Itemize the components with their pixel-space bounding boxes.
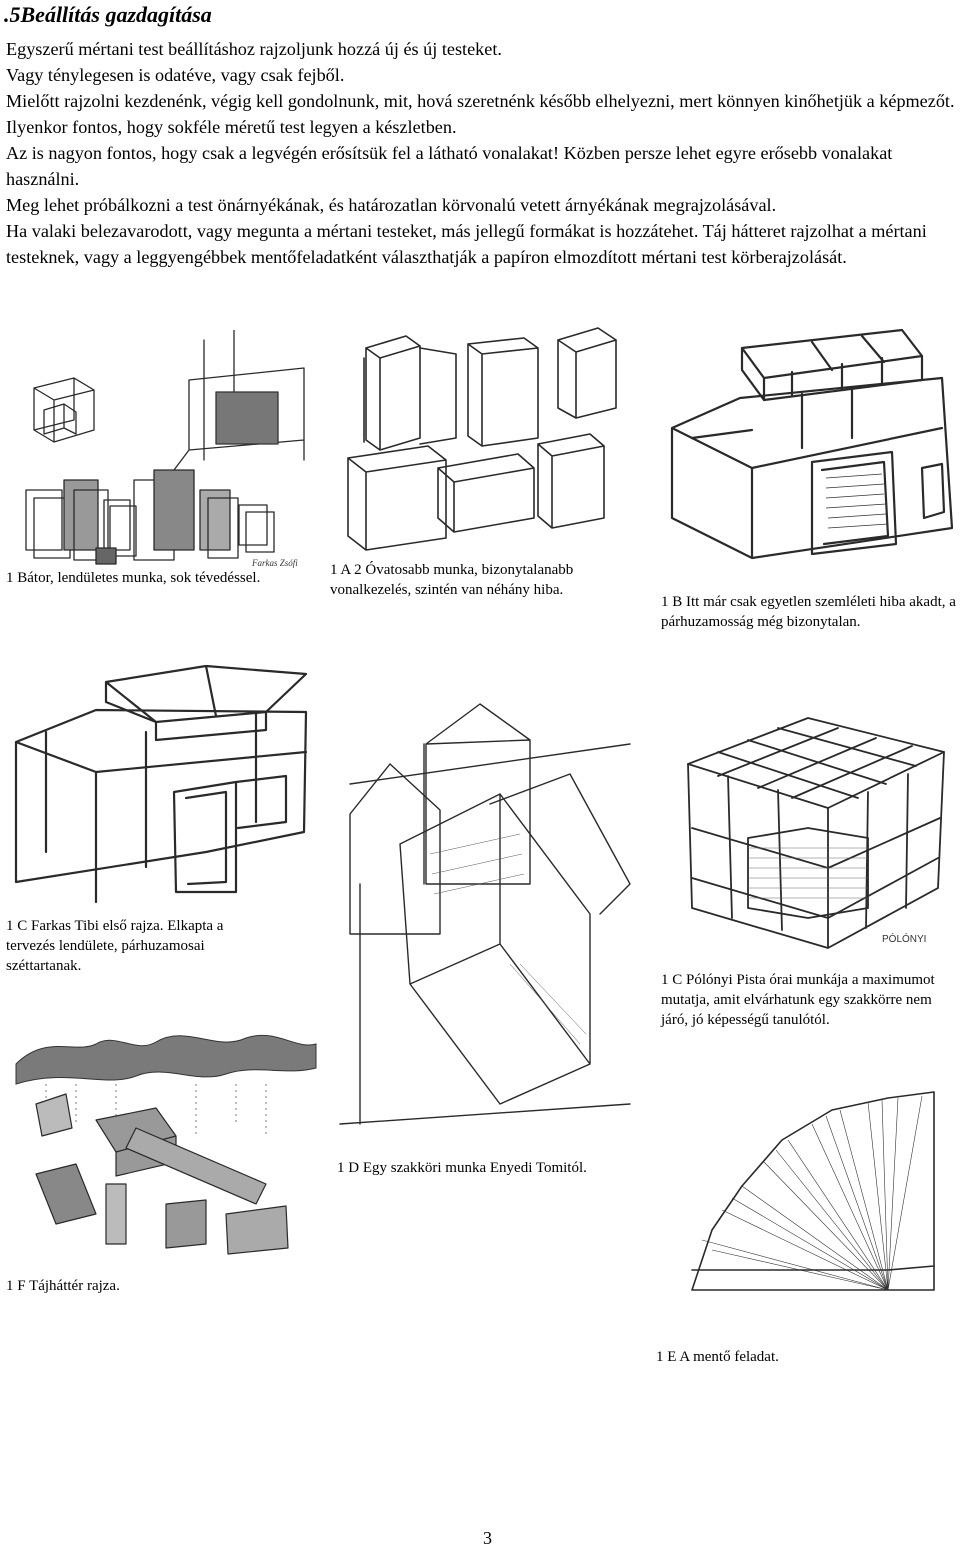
caption-4: 1 C Farkas Tibi első rajza. Elkapta a te… — [6, 918, 224, 974]
sketch-stacked-boxes-drawing — [347, 327, 617, 551]
sketch-rescue-fan-drawing — [691, 1091, 935, 1291]
caption-3: 1 B Itt már csak egyetlen szemléleti hib… — [661, 594, 956, 630]
sketch-bold-cubes-drawing: Farkas Zsófi — [25, 330, 305, 568]
intro-paragraph-6: Ha valaki belezavarodott, vagy megunta a… — [6, 221, 927, 267]
sketch-farkas-building — [6, 652, 316, 910]
section-heading: .5Beállítás gazdagítása — [4, 2, 212, 27]
sketch-layered-building — [652, 318, 956, 584]
sketch-landscape — [6, 1024, 324, 1270]
sketch-houses — [330, 684, 646, 1130]
caption-8: 1 E A mentő feladat. — [656, 1349, 779, 1365]
page-number: 3 — [483, 1528, 492, 1548]
caption-7: 1 F Tájháttér rajza. — [6, 1278, 120, 1294]
sketch-stacked-boxes — [328, 318, 638, 558]
intro-paragraph-1: Egyszerű mértani test beállításhoz rajzo… — [6, 39, 502, 59]
intro-paragraph-4: Az is nagyon fontos, hogy csak a legvégé… — [6, 143, 893, 189]
caption-1: 1 Bátor, lendületes munka, sok tévedésse… — [6, 570, 261, 586]
intro-paragraph-3: Mielőtt rajzolni kezdenénk, végig kell g… — [6, 91, 955, 137]
sketch-landscape-drawing — [15, 1034, 317, 1255]
caption-2: 1 A 2 Óvatosabb munka, bizonytalanabb vo… — [330, 562, 574, 598]
sketch-rescue-fan — [672, 1090, 956, 1310]
sketch-farkas-building-drawing — [14, 664, 308, 904]
sketch-layered-building-drawing — [670, 328, 954, 560]
caption-6: 1 C Pólónyi Pista órai munkája a maximum… — [661, 972, 935, 1028]
signature-polonyi: PÓLÓNYI — [882, 932, 926, 945]
sketch-polonyi-grid-cube-drawing: PÓLÓNYI — [687, 717, 945, 949]
intro-text: Egyszerű mértani test beállításhoz rajzo… — [6, 36, 956, 270]
signature-farkas: Farkas Zsófi — [251, 558, 298, 568]
sketch-bold-cubes: Farkas Zsófi — [4, 330, 320, 570]
sketch-houses-drawing — [339, 703, 631, 1125]
intro-paragraph-2: Vagy ténylegesen is odatéve, vagy csak f… — [6, 65, 345, 85]
intro-paragraph-5: Meg lehet próbálkozni a test önárnyékána… — [6, 195, 777, 215]
sketch-polonyi-grid-cube: PÓLÓNYI — [668, 708, 956, 958]
caption-5: 1 D Egy szakköri munka Enyedi Tomitól. — [337, 1160, 587, 1176]
